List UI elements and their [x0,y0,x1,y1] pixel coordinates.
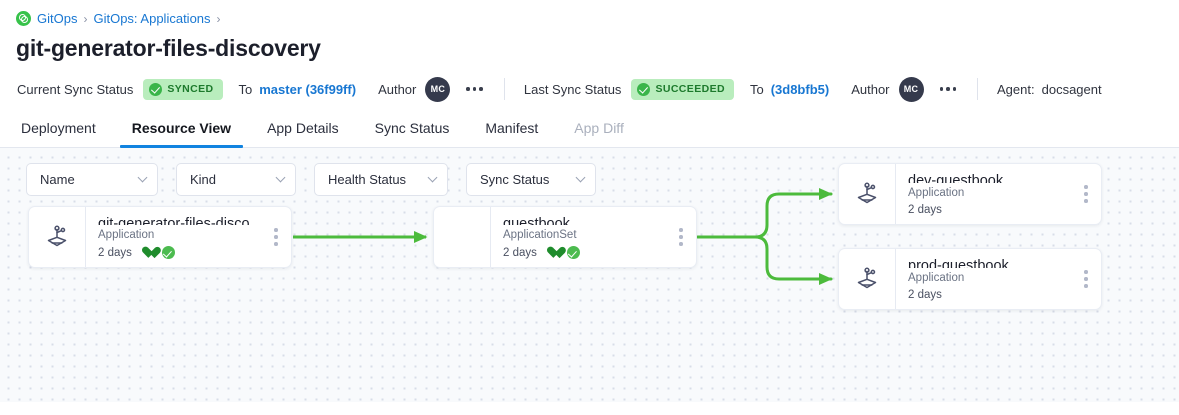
current-to-label: To [239,82,253,97]
tab-app-diff: App Diff [556,120,642,147]
tab-bar: Deployment Resource View App Details Syn… [0,108,1179,148]
graph-node-root[interactable]: git-generator-files-disco... Application… [28,206,292,268]
resource-graph-canvas[interactable]: Name Kind Health Status Sync Status [0,148,1179,402]
last-to-label: To [750,82,764,97]
graph-node-body: guestbook ApplicationSet 2 days [490,207,670,267]
page-title: git-generator-files-discovery [0,26,1179,62]
graph-node-body: git-generator-files-disco... Application… [85,207,265,267]
edge-set-to-dev [698,194,831,237]
chevron-down-icon [276,173,286,183]
last-author-label: Author [851,82,889,97]
tab-deployment[interactable]: Deployment [17,120,114,147]
chevron-down-icon [428,173,438,183]
graph-node-title: prod-guestbook [908,258,1075,268]
breadcrumb-item-gitops[interactable]: GitOps [37,11,77,26]
graph-node-body: prod-guestbook Application 2 days [895,249,1075,309]
last-sync-status-badge-label: SUCCEEDED [655,83,725,95]
graph-node-kind: Application [98,229,265,241]
status-divider [504,78,505,100]
current-more-horizontal-icon[interactable] [464,83,485,95]
graph-node-kind: Application [908,272,1075,284]
edge-set-to-prod [698,237,831,279]
chevron-down-icon [576,173,586,183]
tab-manifest[interactable]: Manifest [467,120,556,147]
current-author-label: Author [378,82,416,97]
graph-node-dev[interactable]: dev-guestbook Application 2 days [838,163,1102,225]
current-sync-status-label: Current Sync Status [17,82,133,97]
graph-node-age: 2 days [503,247,537,259]
filter-kind-label: Kind [190,172,216,187]
gitops-logo-icon [16,11,31,26]
filter-bar: Name Kind Health Status Sync Status [26,163,596,196]
graph-node-age: 2 days [908,204,942,216]
circle-check-icon [149,83,162,96]
breadcrumb-item-applications[interactable]: GitOps: Applications [93,11,210,26]
graph-node-more-vertical-icon[interactable] [1075,249,1101,309]
filter-name-label: Name [40,172,75,187]
last-author-avatar[interactable]: MC [899,77,924,102]
current-author-avatar[interactable]: MC [425,77,450,102]
tab-sync-status[interactable]: Sync Status [357,120,468,147]
tab-resource-view[interactable]: Resource View [114,120,249,147]
graph-node-meta: 2 days [908,204,1075,216]
agent-value: docsagent [1042,82,1102,97]
graph-node-meta: 2 days [908,289,1075,301]
breadcrumb-separator-icon: › [83,12,87,26]
circle-check-icon [162,246,175,259]
graph-node-prod[interactable]: prod-guestbook Application 2 days [838,248,1102,310]
graph-node-icon-placeholder [434,207,490,267]
current-sync-status-badge-label: SYNCED [167,83,213,95]
graph-node-kind: ApplicationSet [503,229,670,241]
graph-node-kind: Application [908,187,1075,199]
graph-node-body: dev-guestbook Application 2 days [895,164,1075,224]
heart-icon [142,247,155,259]
status-bar: Current Sync Status SYNCED To master (36… [0,70,1179,108]
graph-node-age: 2 days [98,247,132,259]
graph-node-more-vertical-icon[interactable] [1075,164,1101,224]
graph-node-meta: 2 days [503,246,670,259]
filter-sync-status[interactable]: Sync Status [466,163,596,196]
filter-name[interactable]: Name [26,163,158,196]
breadcrumb-separator-icon: › [217,12,221,26]
kubernetes-helm-icon [29,207,85,267]
filter-health-status-label: Health Status [328,172,406,187]
last-more-horizontal-icon[interactable] [938,83,959,95]
current-revision-link[interactable]: master (36f99ff) [259,82,356,97]
heart-icon [547,247,560,259]
filter-sync-status-label: Sync Status [480,172,549,187]
kubernetes-helm-icon [839,249,895,309]
agent-label: Agent: [997,82,1035,97]
tab-app-details[interactable]: App Details [249,120,357,147]
current-sync-status-badge: SYNCED [143,79,222,100]
graph-node-more-vertical-icon[interactable] [265,207,291,267]
circle-check-icon [637,83,650,96]
graph-node-age: 2 days [908,289,942,301]
last-sync-status-label: Last Sync Status [524,82,622,97]
graph-node-title: dev-guestbook [908,173,1075,183]
filter-kind[interactable]: Kind [176,163,296,196]
breadcrumb: GitOps › GitOps: Applications › [0,0,1179,26]
last-sync-status-badge: SUCCEEDED [631,79,734,100]
graph-node-more-vertical-icon[interactable] [670,207,696,267]
last-revision-link[interactable]: (3d8bfb5) [771,82,830,97]
graph-node-title: guestbook [503,216,670,225]
graph-node-title: git-generator-files-disco... [98,216,265,225]
graph-node-set[interactable]: guestbook ApplicationSet 2 days [433,206,697,268]
filter-health-status[interactable]: Health Status [314,163,448,196]
graph-node-meta: 2 days [98,246,265,259]
chevron-down-icon [138,173,148,183]
circle-check-icon [567,246,580,259]
kubernetes-helm-icon [839,164,895,224]
status-divider [977,78,978,100]
